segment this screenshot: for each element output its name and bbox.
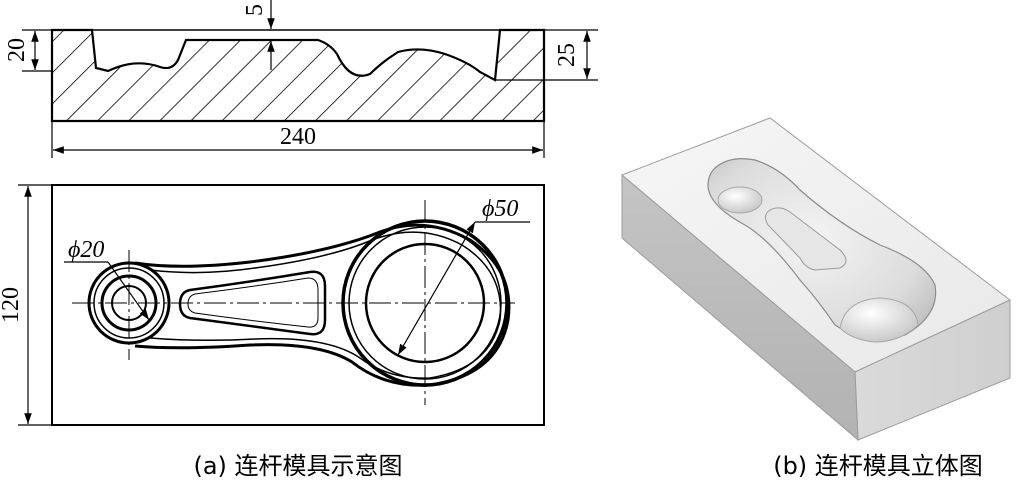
caption-a: (a) 连杆模具示意图 — [193, 452, 402, 480]
big-end-outer — [341, 219, 509, 387]
small-end-boss — [100, 274, 158, 332]
small-end-outer — [87, 261, 171, 345]
rod-outline-inner — [149, 231, 502, 379]
big-end-dome — [839, 297, 919, 343]
dim-top: 5 — [242, 4, 268, 16]
small-end-ring — [93, 267, 165, 339]
rib-pocket-inner — [187, 277, 319, 328]
dim-depth-right: 25 — [554, 43, 580, 67]
small-end-hole — [111, 285, 147, 321]
mold-outline — [51, 184, 545, 426]
dim-leader — [107, 261, 150, 321]
section-view: 20 25 5 240 — [4, 0, 598, 158]
dim-height: 120 — [0, 287, 24, 323]
caption-b: (b) 连杆模具立体图 — [773, 452, 983, 480]
small-end-boss — [717, 186, 763, 214]
isometric-view — [621, 117, 1011, 442]
rod-rib — [764, 207, 847, 271]
rib-pocket — [178, 270, 327, 336]
dim-leader — [397, 221, 476, 356]
dim-small-dia: ϕ20 — [68, 237, 104, 263]
dim-length: 240 — [280, 124, 316, 150]
plan-view: 120 ϕ20 ϕ50 — [0, 184, 545, 426]
block-left-face — [621, 173, 859, 442]
dim-large-dia: ϕ50 — [482, 196, 518, 222]
dim-depth-left: 20 — [4, 38, 30, 62]
rod-outline — [134, 223, 511, 387]
section-body — [50, 28, 546, 123]
